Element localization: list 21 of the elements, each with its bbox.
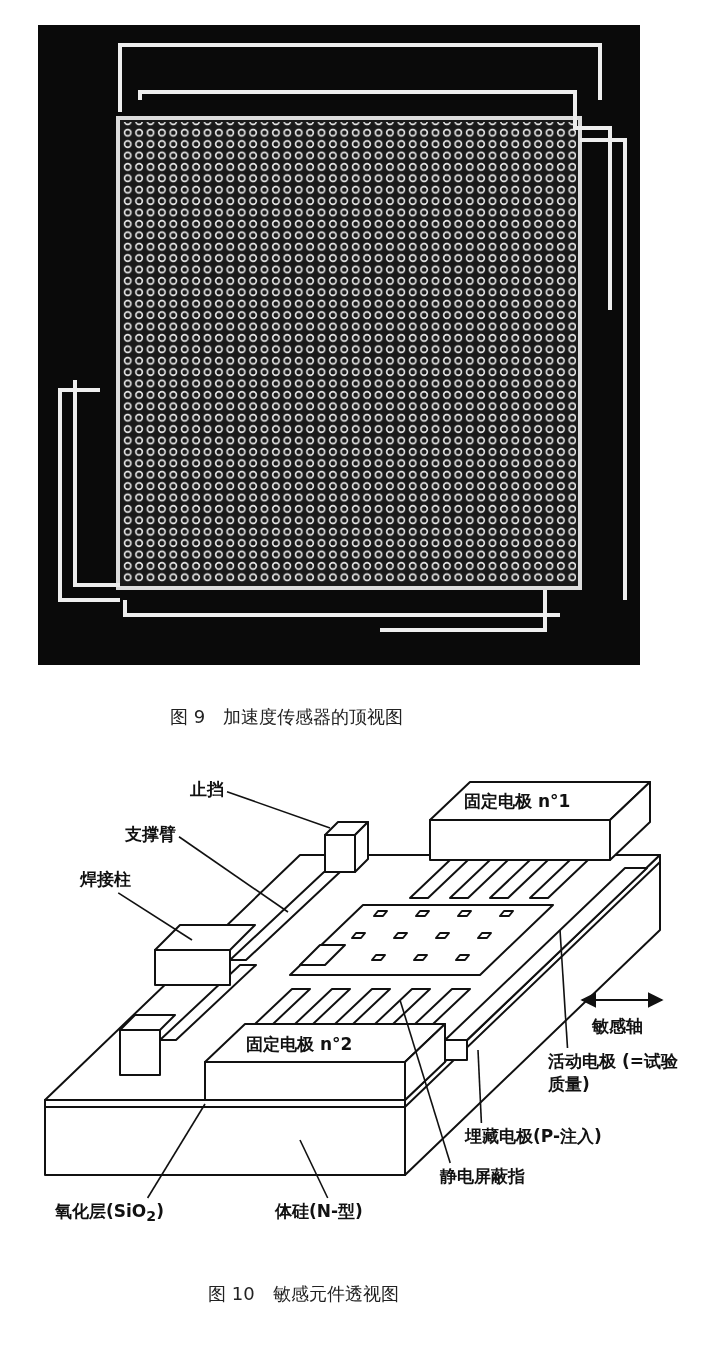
part-label: 氧化层(SiO$_{2}$): [55, 1200, 164, 1227]
leader-line: [399, 999, 451, 1164]
part-label: 活动电极 (=试验质量): [548, 1050, 678, 1096]
leader-line: [559, 929, 569, 1049]
part-label: 体硅(N-型): [275, 1200, 363, 1223]
part-label: 固定电极 n°1: [464, 790, 571, 813]
leader-line: [477, 1049, 483, 1124]
part-label: 止挡: [190, 778, 224, 801]
leader-line: [117, 892, 193, 941]
leader-line: [299, 1139, 329, 1199]
figure-caption: 图 10 敏感元件透视图: [208, 1282, 399, 1306]
part-label: 固定电极 n°2: [246, 1033, 353, 1056]
figure-caption: 图 9 加速度传感器的顶视图: [170, 705, 404, 729]
part-label: 埋藏电极(P-注入): [465, 1125, 602, 1148]
leader-line: [146, 1103, 206, 1199]
part-label: 静电屏蔽指: [440, 1165, 525, 1188]
leader-line: [226, 790, 331, 829]
axis-label: 敏感轴: [592, 1015, 643, 1038]
part-label: 支撑臂: [125, 823, 176, 846]
part-label: 焊接柱: [80, 868, 131, 891]
leader-line: [178, 835, 289, 913]
